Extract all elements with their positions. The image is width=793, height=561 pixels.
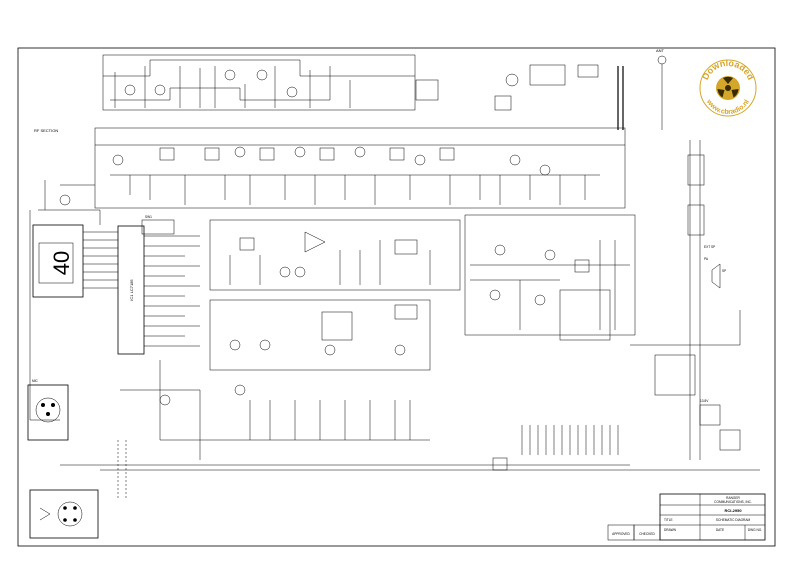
company-line1: RANGER bbox=[726, 496, 740, 500]
ext-sp-label: EXT SP bbox=[704, 245, 715, 249]
downloaded-stamp: Downloaded www.cbradio.nl bbox=[699, 58, 757, 117]
left-bus bbox=[29, 180, 101, 421]
drawing-border bbox=[17, 47, 776, 547]
ic-label: IC1 LC7185 bbox=[129, 279, 134, 301]
section-label: RF SECTION bbox=[34, 128, 58, 133]
date-label: DATE bbox=[716, 528, 724, 532]
right-bus: EXT SP SP PA 13.8V bbox=[630, 140, 741, 460]
channel-switch bbox=[141, 219, 175, 235]
connector-inset bbox=[29, 489, 99, 539]
title-label: TITLE bbox=[664, 518, 673, 522]
pa-label: PA bbox=[704, 257, 709, 261]
radiation-icon bbox=[717, 76, 739, 98]
mic-label: MIC bbox=[32, 379, 39, 383]
lower-circuit bbox=[120, 299, 431, 460]
power-label: 13.8V bbox=[700, 399, 709, 403]
rf-main-row bbox=[59, 127, 626, 209]
drawn-label: DRAWN bbox=[664, 528, 677, 532]
speaker-icon bbox=[711, 263, 721, 289]
antenna-connector: ANT bbox=[656, 48, 667, 130]
company-line2: COMMUNICATIONS, INC. bbox=[714, 500, 752, 504]
title-block: RANGER COMMUNICATIONS, INC. RCI-2950 TIT… bbox=[607, 493, 766, 541]
if-section bbox=[464, 214, 636, 341]
dwg-no-label: DWG NO. bbox=[748, 528, 762, 532]
approved-label: APPROVED bbox=[612, 532, 630, 536]
sw-label: SW1 bbox=[145, 215, 152, 219]
model-number: RCI-2950 bbox=[724, 508, 742, 513]
connector-j2 bbox=[492, 457, 508, 471]
display-digits: 40 bbox=[49, 251, 74, 275]
audio-section bbox=[209, 219, 461, 291]
resistor-array bbox=[521, 425, 619, 455]
channel-display: 40 bbox=[32, 224, 118, 298]
sp-label: SP bbox=[722, 269, 726, 273]
checked-label: CHECKED bbox=[639, 532, 655, 536]
mic-connector: MIC bbox=[27, 379, 69, 441]
pll-ic: IC1 LC7185 bbox=[117, 225, 200, 355]
title-value: SCHEMATIC DIAGRAM bbox=[716, 518, 751, 522]
ant-label: ANT bbox=[656, 48, 665, 53]
rf-amplifier-block bbox=[102, 54, 624, 130]
